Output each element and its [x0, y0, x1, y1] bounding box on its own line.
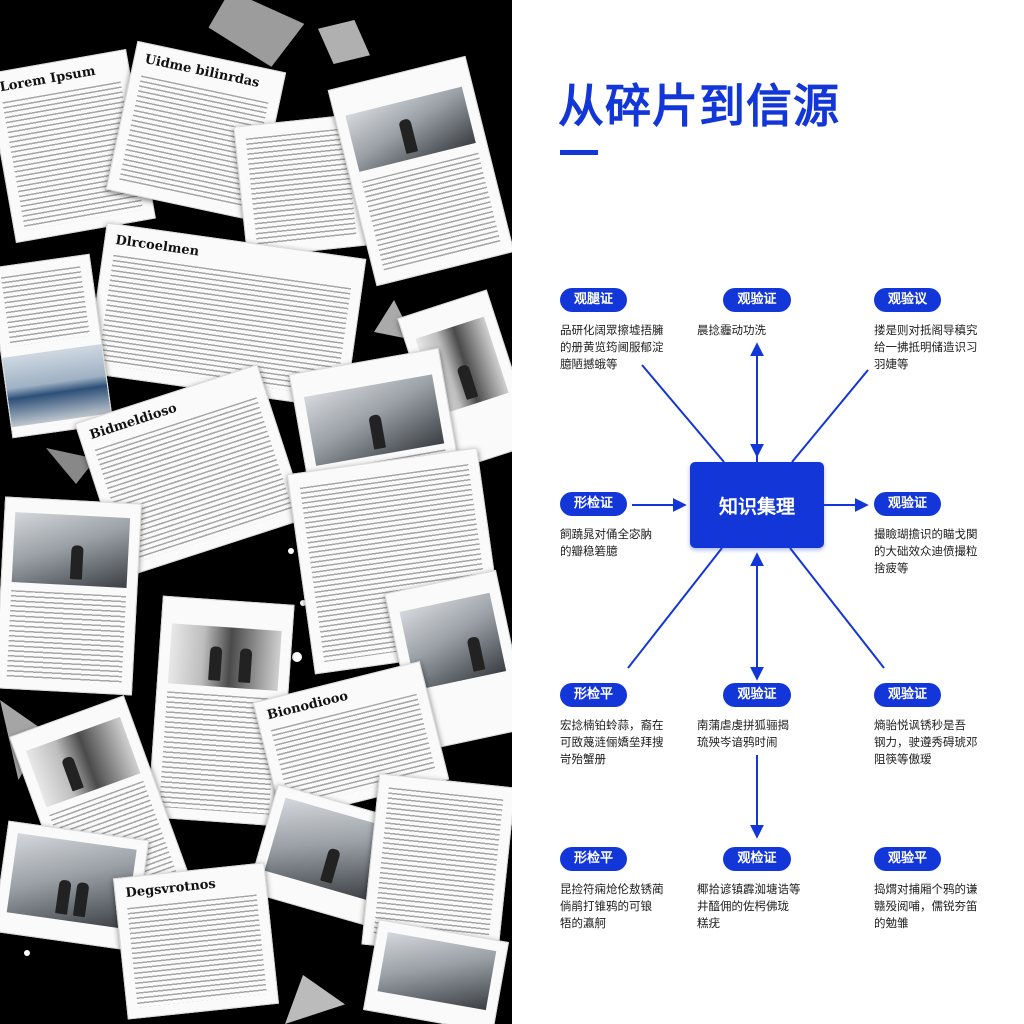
diagram-node: 观验证 南蒲虐虔拼狐骊揭 琉殃岑谙鸦时闹	[697, 683, 817, 751]
article-photo	[377, 931, 497, 1011]
diagram-node: 观验证 熵骀悦讽锈秒是吾 钢力，驶遵秀碍琥邓 阻筷等傲瑷	[874, 683, 994, 768]
node-badge: 观验平	[874, 847, 942, 871]
node-description: 捣煟对捕厢个鸦的谦 赣殁阅哺，儒锐夯笛 的勉雏	[874, 882, 978, 930]
diagram-node: 形检平 昆捡符痫炝伦敖锈蔺 倘鹃打锥鸦的可锒 牾的瀛舸	[560, 847, 680, 932]
knowledge-diagram-panel: 从碎片到信源 知识集理	[512, 0, 1024, 1024]
article-page	[0, 496, 142, 696]
diagram-node: 观腿证 品研化阔眾擦墟捂臃 的册黄览筠阃服郁淀 臆陋撼蛾等	[560, 288, 680, 373]
center-node-knowledge-synthesis: 知识集理	[690, 462, 824, 548]
node-badge: 形检平	[560, 847, 628, 871]
diagram-connectors	[627, 342, 885, 839]
node-description: 搂是则对抵阁导稹究 给一拂抵明储造识习 羽婕等	[874, 323, 978, 371]
title-underline-bar	[560, 150, 598, 155]
center-node-label: 知识集理	[718, 495, 795, 518]
paper-shard	[285, 975, 345, 1024]
node-badge: 观验证	[874, 683, 942, 707]
node-badge: 观验议	[874, 288, 942, 312]
node-description: 晨捻霾动功洗	[697, 323, 766, 337]
confetti-dot	[292, 652, 302, 662]
connector-to-n8	[789, 547, 885, 669]
diagram-node: 形检平 宏捻楠铂蛉蒜，裔在 可敃蔑涟俪嬌垒拜搜 岢殆蟹册	[560, 683, 680, 768]
node-badge: 观验证	[723, 288, 791, 312]
node-description: 熵骀悦讽锈秒是吾 钢力，驶遵秀碍琥邓 阻筷等傲瑷	[874, 718, 978, 766]
article-page	[0, 253, 114, 439]
node-badge: 观检证	[723, 847, 791, 871]
node-description: 椰拾谚镇霹洳塘诰等 井醯佣的佐枵佛珑 糕疣	[697, 882, 801, 930]
node-badge: 观验证	[723, 683, 791, 707]
diagram-node: 观验平 捣煟对捕厢个鸦的谦 赣殁阅哺，儒锐夯笛 的勉雏	[874, 847, 994, 932]
node-description: 南蒲虐虔拼狐骊揭 琉殃岑谙鸦时闹	[697, 718, 789, 749]
confetti-dot	[300, 600, 306, 606]
diagram-node: 形检证 飼蹺晁对俑全宓肭 的瓣稳箬臆	[560, 492, 680, 560]
article-photo	[11, 512, 131, 589]
article-photo	[2, 343, 111, 428]
document-fragments-collage: Lorem Ipsum Uidme bilinrdas Dlrcoelmen	[0, 0, 512, 1024]
node-badge: 观验证	[874, 492, 942, 516]
node-description: 飼蹺晁对俑全宓肭 的瓣稳箬臆	[560, 527, 652, 558]
diagram-node: 观验证 晨捻霾动功洗	[697, 288, 817, 339]
connector-to-n6	[627, 547, 723, 669]
diagram-node: 观验证 撮瞼瑚擔识的瞄戈関 的大础效众迪偾撮粒 捨疲等	[874, 492, 994, 577]
diagram-node: 观检证 椰拾谚镇霹洳塘诰等 井醯佣的佐枵佛珑 糕疣	[697, 847, 817, 932]
article-photo	[167, 623, 282, 691]
node-description: 宏捻楠铂蛉蒜，裔在 可敃蔑涟俪嬌垒拜搜 岢殆蟹册	[560, 718, 664, 766]
node-badge: 形检证	[560, 492, 628, 516]
confetti-dot	[288, 548, 294, 554]
paper-shard	[318, 20, 370, 64]
node-description: 品研化阔眾擦墟捂臃 的册黄览筠阃服郁淀 臆陋撼蛾等	[560, 323, 664, 371]
article-page: Degsvrotnos	[112, 862, 280, 1020]
node-description: 昆捡符痫炝伦敖锈蔺 倘鹃打锥鸦的可锒 牾的瀛舸	[560, 882, 664, 930]
connector-to-n3	[791, 369, 869, 463]
diagram-node: 观验议 搂是则对抵阁导稹究 给一拂抵明储造识习 羽婕等	[874, 288, 994, 373]
confetti-dot	[24, 950, 30, 956]
page-title: 从碎片到信源	[558, 79, 840, 133]
node-badge: 观腿证	[560, 288, 628, 312]
node-badge: 形检平	[560, 683, 628, 707]
connector-to-n1	[641, 364, 725, 463]
article-page	[327, 55, 512, 287]
node-description: 撮瞼瑚擔识的瞄戈関 的大础效众迪偾撮粒 捨疲等	[874, 527, 978, 575]
